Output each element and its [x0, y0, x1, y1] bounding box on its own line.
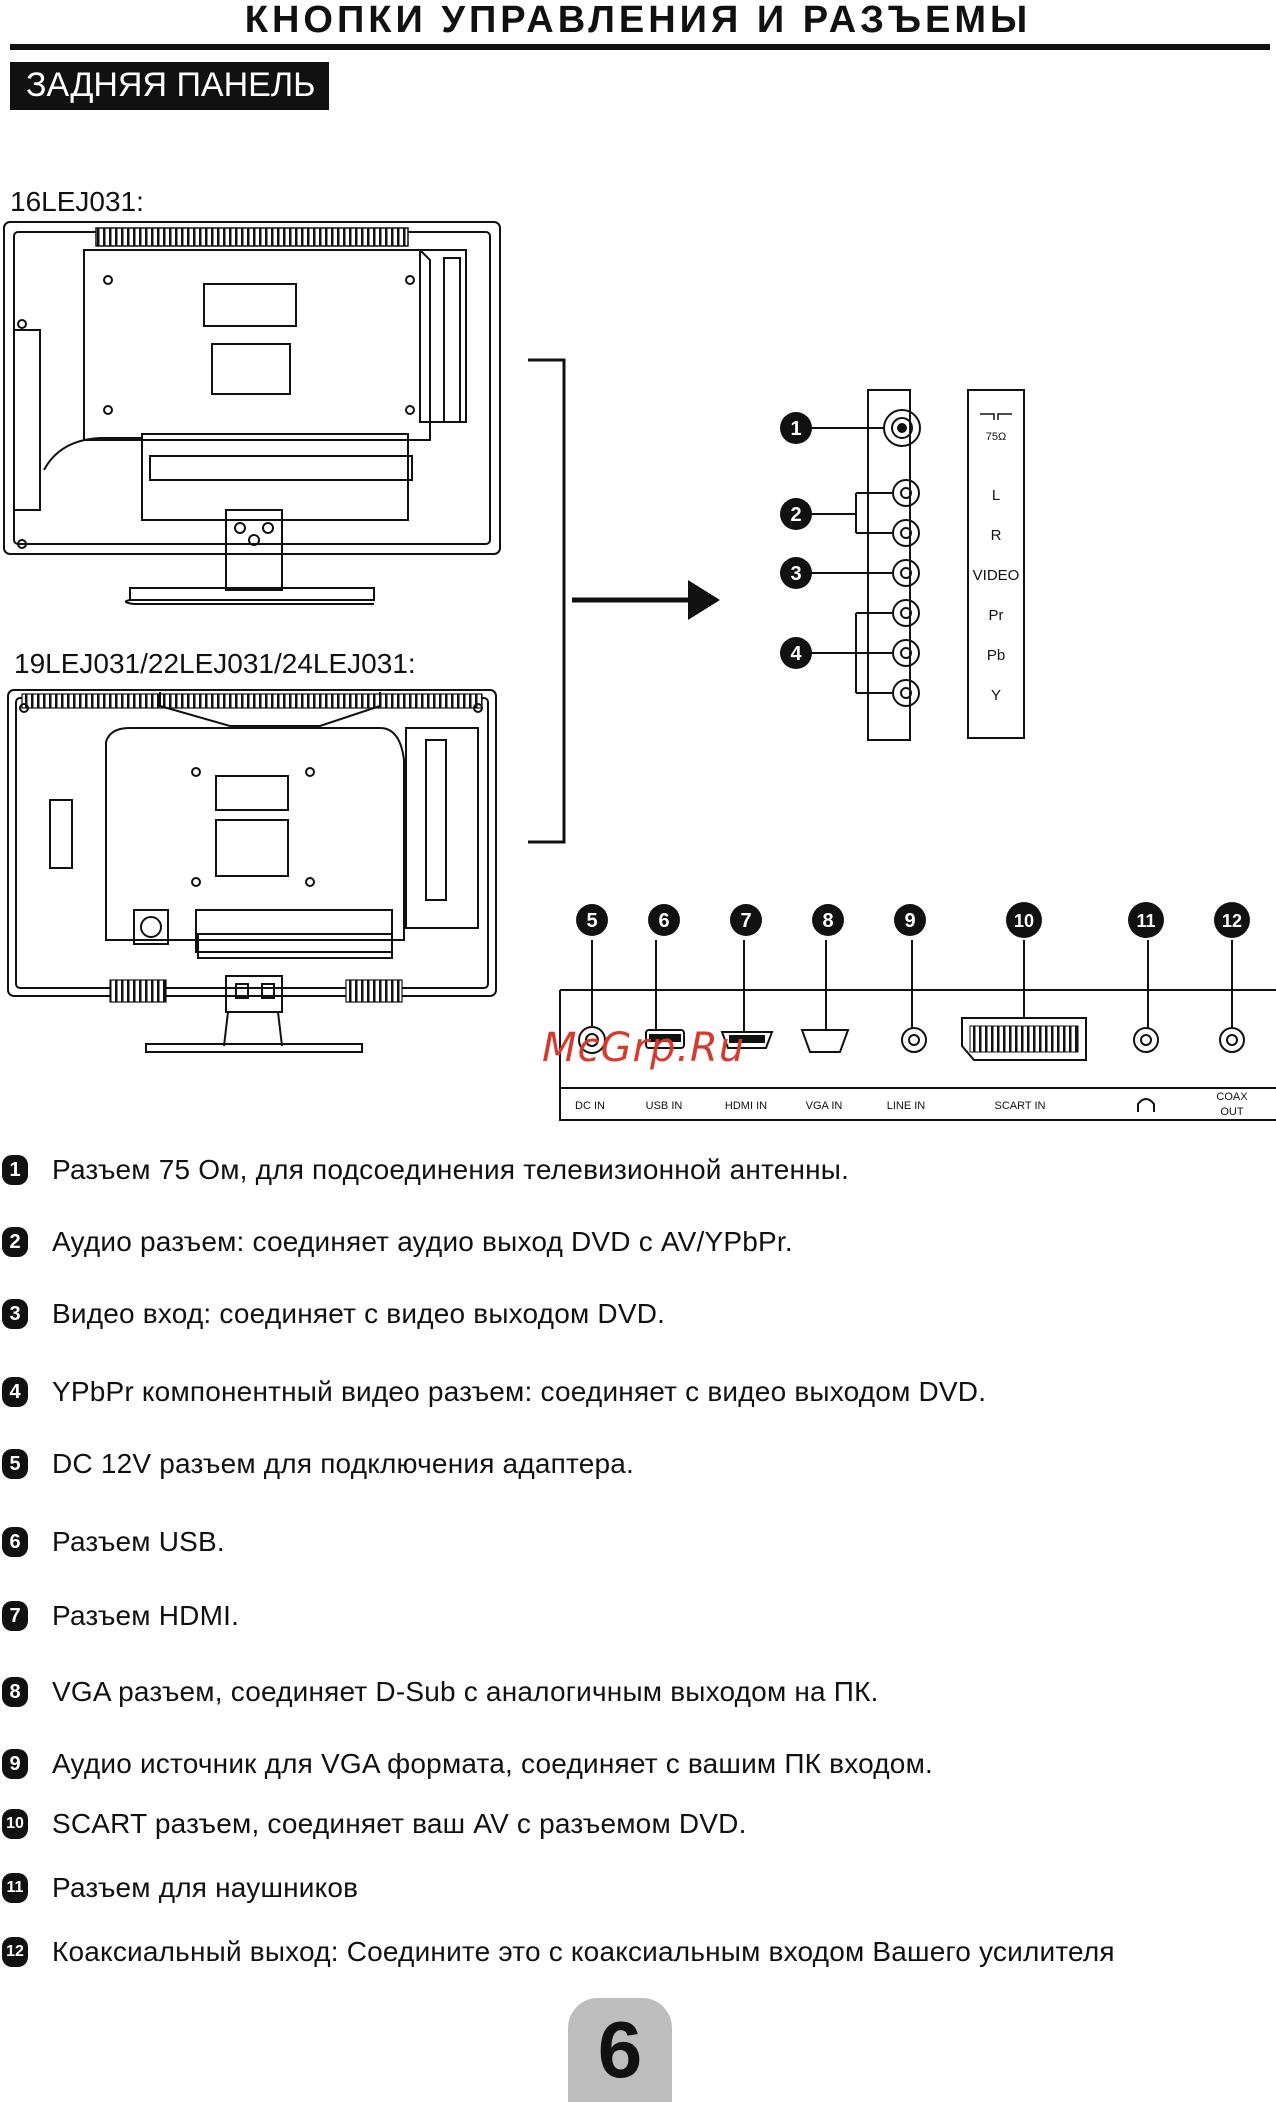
- item-text: VGA разъем, соединяет D-Sub с аналогичны…: [52, 1676, 879, 1707]
- list-item: 3 Видео вход: соединяет с видео выходом …: [0, 1294, 665, 1334]
- item-number: 8: [2, 1677, 28, 1707]
- item-text: Коаксиальный выход: Соедините это с коак…: [52, 1936, 1115, 1967]
- section-heading: ЗАДНЯЯ ПАНЕЛЬ: [10, 62, 330, 110]
- label-audio-right: R: [991, 527, 1002, 544]
- list-item: 8 VGA разъем, соединяет D-Sub с аналогич…: [0, 1672, 879, 1712]
- label-usb-in: USB IN: [646, 1100, 683, 1112]
- marker-4: 4: [790, 643, 802, 665]
- label-scart-in: SCART IN: [995, 1100, 1046, 1112]
- headphones-icon: [1137, 1098, 1155, 1112]
- list-item: 5 DC 12V разъем для подключения адаптера…: [0, 1444, 634, 1484]
- label-hdmi-in: HDMI IN: [725, 1100, 767, 1112]
- item-text: Разъем для наушников: [52, 1872, 359, 1903]
- item-number: 2: [2, 1227, 28, 1257]
- list-item: 1 Разъем 75 Ом, для подсоединения телеви…: [0, 1150, 849, 1190]
- side-connector-panel: [810, 389, 1025, 741]
- page-title: КНОПКИ УПРАВЛЕНИЯ И РАЗЪЕМЫ: [244, 0, 1032, 41]
- item-text: Аудио источник для VGA формата, соединяе…: [52, 1748, 934, 1779]
- marker-12: 12: [1222, 911, 1242, 931]
- marker-3: 3: [790, 563, 801, 585]
- item-text: Видео вход: соединяет с видео выходом DV…: [52, 1298, 666, 1329]
- title-underline: [10, 44, 1270, 50]
- item-number: 6: [2, 1527, 28, 1557]
- label-vga-in: VGA IN: [806, 1100, 843, 1112]
- diagram-markers: [576, 412, 1250, 938]
- marker-7: 7: [740, 910, 751, 932]
- marker-6: 6: [658, 910, 669, 932]
- label-dc-in: DC IN: [575, 1100, 605, 1112]
- bottom-connector-panel: [559, 940, 1276, 1121]
- item-number: 11: [2, 1873, 28, 1903]
- marker-2: 2: [790, 504, 801, 526]
- item-number: 1: [2, 1155, 28, 1185]
- list-item: 7 Разъем HDMI.: [0, 1596, 239, 1636]
- list-item: 10 SCART разъем, соединяет ваш AV с разъ…: [0, 1804, 747, 1844]
- marker-11: 11: [1136, 911, 1155, 931]
- model-label-small: 16LEJ031:: [10, 186, 144, 217]
- list-item: 4 YPbPr компонентный видео разъем: соеди…: [0, 1372, 986, 1412]
- item-number: 4: [2, 1377, 28, 1407]
- page-number: 6: [597, 2005, 643, 2094]
- item-text: DC 12V разъем для подключения адаптера.: [52, 1448, 634, 1479]
- label-out: OUT: [1220, 1106, 1244, 1118]
- item-number: 7: [2, 1601, 28, 1631]
- label-pr: Pr: [989, 607, 1004, 624]
- marker-8: 8: [822, 910, 833, 932]
- item-number: 9: [2, 1749, 28, 1779]
- marker-1: 1: [790, 418, 801, 440]
- label-audio-left: L: [992, 487, 1000, 504]
- list-item: 12 Коаксиальный выход: Соедините это с к…: [0, 1932, 1115, 1972]
- list-item: 6 Разъем USB.: [0, 1522, 225, 1562]
- group-bracket: [528, 358, 566, 844]
- marker-9: 9: [904, 910, 915, 932]
- list-item: 2 Аудио разъем: соединяет аудио выход DV…: [0, 1222, 793, 1262]
- marker-5: 5: [586, 910, 597, 932]
- item-text: Аудио разъем: соединяет аудио выход DVD …: [52, 1226, 793, 1257]
- item-text: Разъем USB.: [52, 1526, 225, 1557]
- tv-rear-large: [7, 689, 497, 1053]
- item-number: 10: [2, 1809, 28, 1839]
- label-line-in: LINE IN: [887, 1100, 926, 1112]
- watermark: McGrp.Ru: [542, 1025, 746, 1071]
- item-number: 5: [2, 1449, 28, 1479]
- list-item: 9 Аудио источник для VGA формата, соедин…: [0, 1744, 933, 1784]
- label-video: VIDEO: [973, 567, 1020, 584]
- list-item: 11 Разъем для наушников: [0, 1868, 358, 1908]
- item-text: Разъем 75 Ом, для подсоединения телевизи…: [52, 1154, 850, 1185]
- marker-10: 10: [1014, 911, 1034, 931]
- item-number: 12: [2, 1937, 28, 1967]
- item-number: 3: [2, 1299, 28, 1329]
- rear-panel-diagram: 1 2 3 4 5 6 7 8 9 10 11 12 75Ω L R VIDEO…: [3, 221, 1276, 1121]
- model-label-large: 19LEJ031/22LEJ031/24LEJ031:: [14, 648, 416, 679]
- label-pb: Pb: [987, 647, 1005, 664]
- item-text: Разъем HDMI.: [52, 1600, 240, 1631]
- label-y: Y: [991, 687, 1001, 704]
- item-text: YPbPr компонентный видео разъем: соединя…: [52, 1376, 987, 1407]
- page-number-tab: 6: [568, 1998, 672, 2102]
- label-antenna: 75Ω: [986, 431, 1006, 443]
- item-text: SCART разъем, соединяет ваш AV с разъемо…: [52, 1808, 747, 1839]
- label-coax: COAX: [1216, 1091, 1248, 1103]
- tv-rear-small: [3, 221, 501, 605]
